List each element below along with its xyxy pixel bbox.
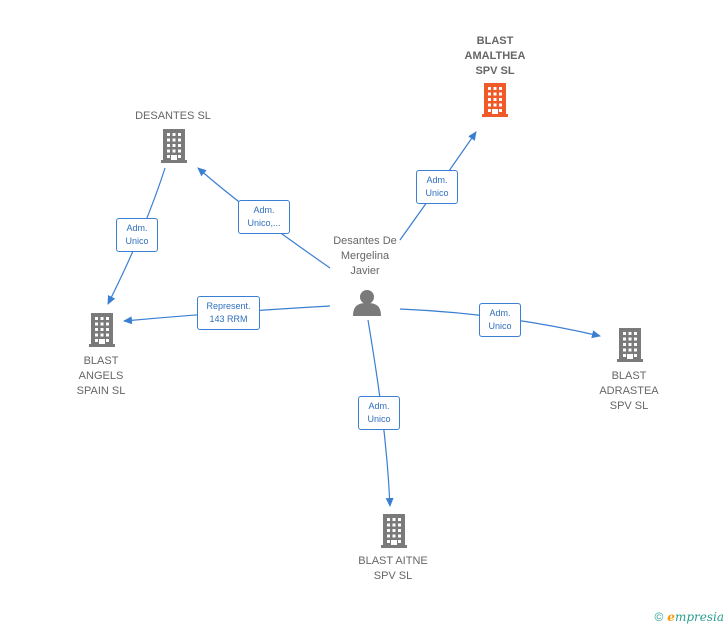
edge-label-center-amalthea: Adm. Unico <box>416 170 458 204</box>
empresia-logo: empresia <box>667 610 724 624</box>
center-person-label: Desantes De Mergelina Javier <box>333 235 397 277</box>
brand-rest: mpresia <box>674 610 724 624</box>
node-label-amalthea[interactable]: BLAST AMALTHEA SPV SL <box>464 35 526 77</box>
building-icon-aitne <box>381 514 407 548</box>
building-icon-adrastea <box>617 328 643 362</box>
edge-label-desantes-angels: Adm. Unico <box>116 218 158 252</box>
icons-layer <box>89 83 643 548</box>
edge-label-center-adrastea: Adm. Unico <box>479 303 521 337</box>
edge-label-center-aitne: Adm. Unico <box>358 396 400 430</box>
edges-layer <box>107 131 601 507</box>
node-label-angels[interactable]: BLAST ANGELS SPAIN SL <box>76 355 126 397</box>
edge-label-center-angels: Represent. 143 RRM <box>197 296 260 330</box>
node-label-aitne[interactable]: BLAST AITNE SPV SL <box>358 555 428 582</box>
node-label-desantes[interactable]: DESANTES SL <box>135 110 211 122</box>
copyright-symbol: © <box>654 610 664 624</box>
building-icon-angels <box>89 313 115 347</box>
node-label-adrastea[interactable]: BLAST ADRASTEA SPV SL <box>599 370 659 412</box>
person-icon <box>353 290 381 316</box>
edge-label-center-desantes: Adm. Unico,... <box>238 200 290 234</box>
building-icon-desantes <box>161 129 187 163</box>
brand-initial: e <box>667 610 675 624</box>
footer-brand: © empresia <box>654 610 724 624</box>
building-icon-amalthea <box>482 83 508 117</box>
